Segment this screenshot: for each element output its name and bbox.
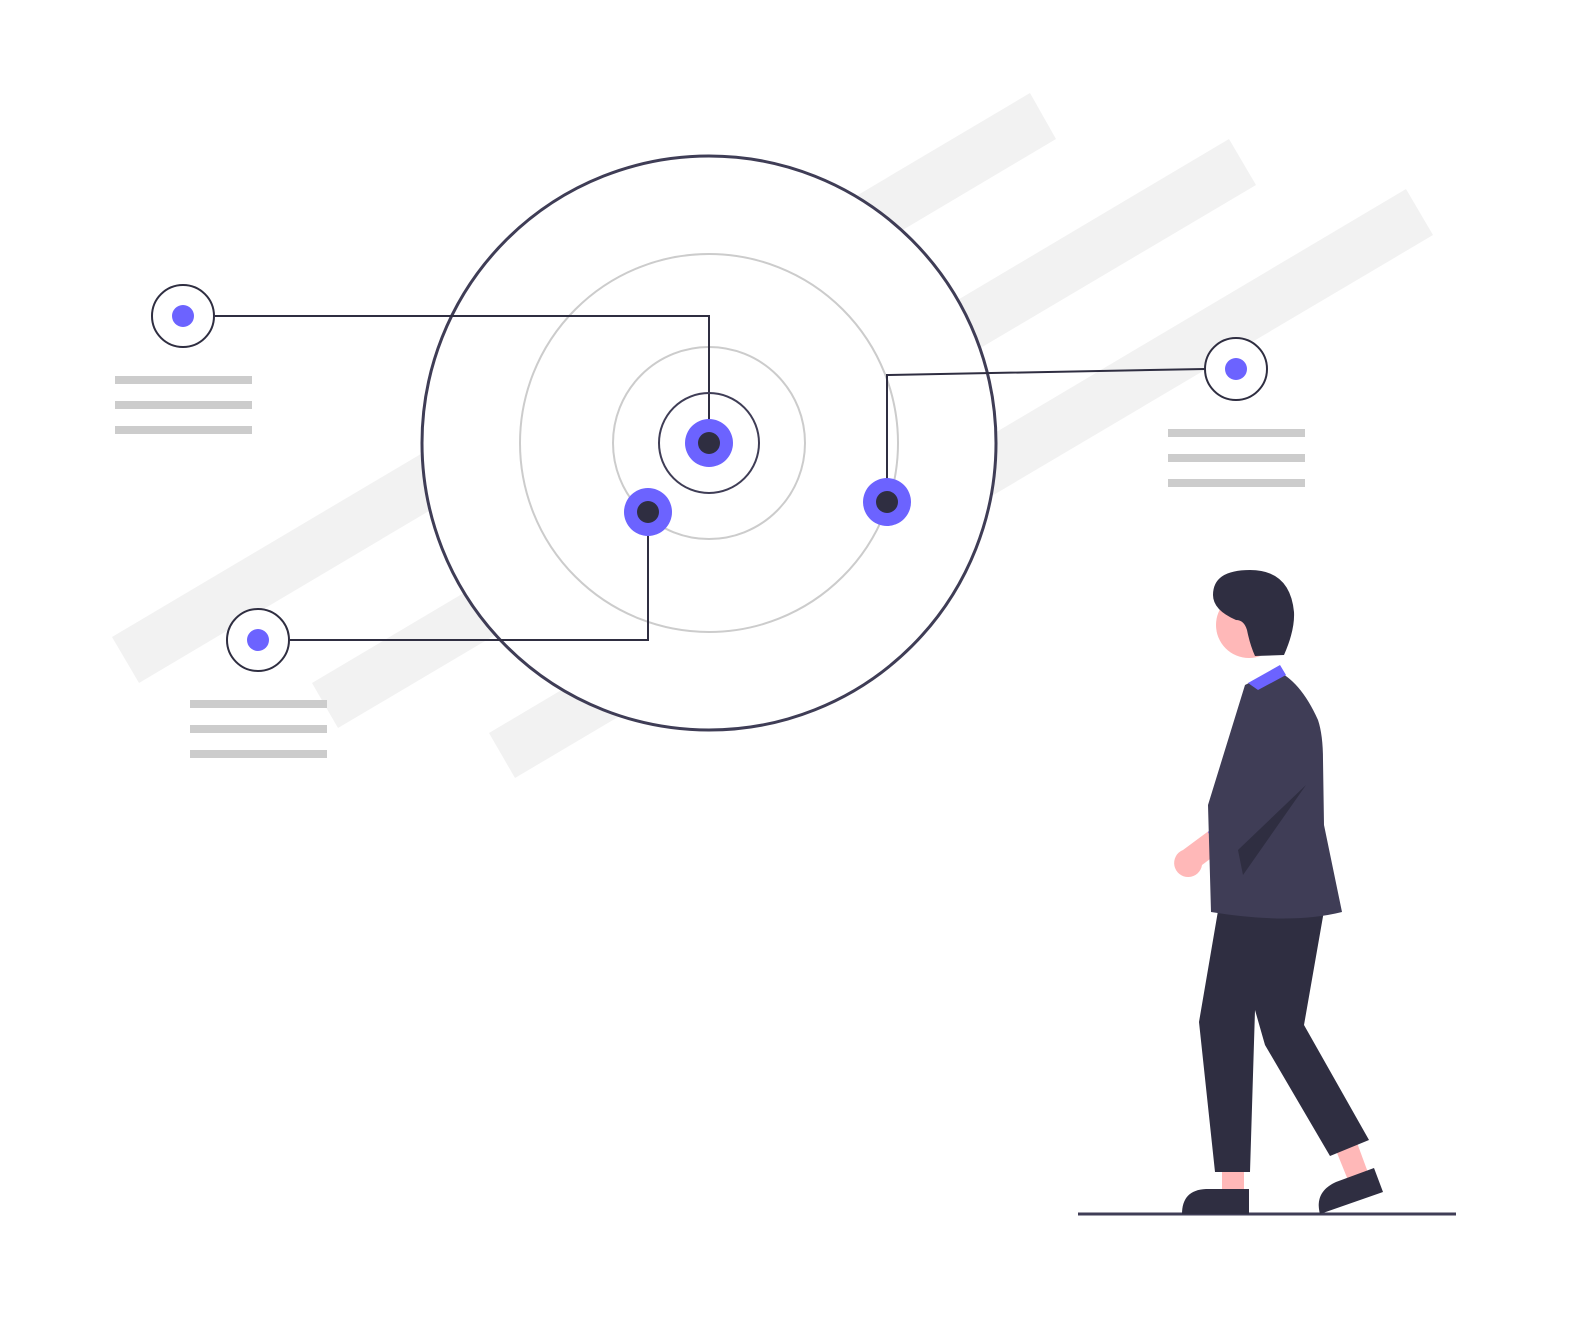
connector-top-left — [215, 315, 710, 443]
node-right[interactable] — [863, 478, 911, 526]
jacket — [1208, 670, 1342, 919]
collar — [1248, 665, 1286, 690]
jacket-pocket-shadow — [1238, 785, 1306, 875]
center-node[interactable] — [658, 392, 760, 494]
placeholder-text-lines — [115, 376, 1305, 758]
right-shoe — [1318, 1168, 1383, 1214]
connector-right — [886, 368, 1206, 502]
trousers — [1199, 905, 1369, 1172]
hair — [1213, 570, 1295, 656]
marker-bottom-left[interactable] — [226, 608, 290, 672]
marker-right[interactable] — [1204, 337, 1268, 401]
connector-bottom-left — [290, 512, 649, 641]
person-illustration — [1174, 570, 1383, 1214]
middle-gray-ring — [519, 253, 899, 633]
connector-lines — [215, 315, 1206, 641]
marker-top-left[interactable] — [151, 284, 215, 348]
left-shoe — [1182, 1189, 1249, 1214]
node-left[interactable] — [624, 488, 672, 536]
